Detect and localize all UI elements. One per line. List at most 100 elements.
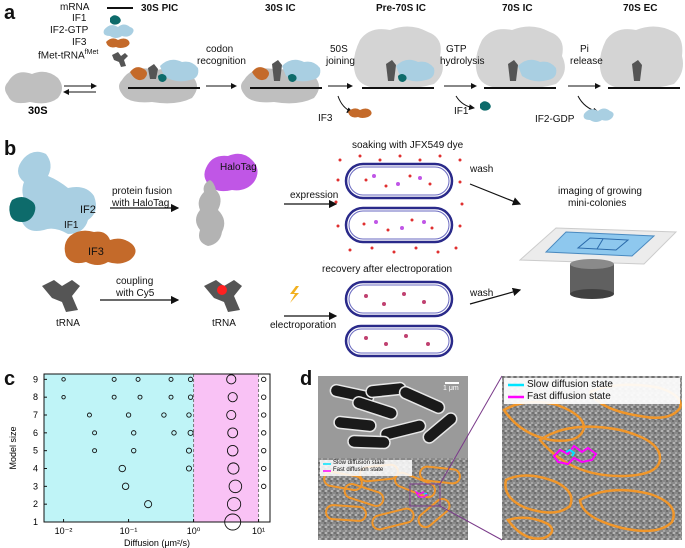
data-point-37 — [168, 376, 174, 382]
data-point-39 — [226, 374, 237, 385]
legend-if1-label: IF1 — [72, 13, 87, 24]
cy5-dye — [217, 285, 227, 295]
cell-bottom-1-inner — [348, 284, 450, 314]
data-point-27 — [61, 394, 66, 400]
stage4-if2 — [518, 59, 557, 82]
legend-trna-superscript: fMet — [84, 49, 99, 56]
y-tick-label-3: 3 — [33, 481, 38, 491]
legend-trna-label: fMet-tRNAfMet — [38, 49, 99, 62]
soaking-label: soaking with JFX549 dye — [352, 140, 464, 151]
panel-label-d: d — [300, 368, 313, 390]
connector-bottom — [439, 505, 503, 541]
electroporation-label: electroporation — [270, 320, 337, 331]
y-tick-label-2: 2 — [33, 499, 38, 509]
stage2-trna — [272, 60, 282, 81]
legend-if2-glyph — [103, 24, 134, 38]
released-if1-glyph — [480, 101, 491, 111]
wash-bottom-label: wash — [470, 288, 494, 299]
cell-bottom-1 — [344, 280, 454, 318]
data-point-40 — [261, 376, 267, 383]
data-point-13 — [226, 444, 239, 457]
cy5-trna-dots — [364, 292, 430, 346]
stage1-if2 — [160, 59, 199, 82]
data-point-34 — [61, 377, 66, 382]
data-point-26 — [261, 412, 267, 418]
data-point-12 — [185, 447, 192, 454]
stage3-if1 — [398, 74, 407, 82]
data-point-29 — [137, 394, 143, 400]
connector-top — [439, 375, 503, 485]
legend-mrna-label: mRNA — [60, 2, 90, 13]
legend-if3-glyph — [106, 38, 130, 48]
data-point-19 — [227, 427, 239, 439]
stage1-trna — [148, 64, 158, 79]
transition-2-line2: joining — [326, 56, 355, 67]
trna-molecule — [42, 280, 80, 312]
panel-b-diagram — [9, 151, 678, 358]
if2-label: IF2 — [80, 204, 96, 216]
data-point-31 — [187, 394, 194, 400]
panel-label-c: c — [4, 368, 16, 390]
start-30s-label: 30S — [28, 105, 48, 117]
stage5-trna — [632, 60, 642, 81]
y-tick-label-8: 8 — [33, 392, 38, 402]
small-slow-track — [423, 492, 428, 495]
cell-bottom-2 — [344, 324, 454, 358]
y-tick-label-7: 7 — [33, 410, 38, 420]
stage4-trna — [508, 60, 518, 81]
scalebar-label: 1 μm — [443, 385, 459, 392]
data-point-38 — [187, 376, 194, 383]
region-fast — [193, 374, 259, 522]
legend-trna-glyph — [112, 52, 128, 67]
stage-label-30s-ic: 30S IC — [265, 3, 296, 14]
data-point-18 — [187, 429, 194, 436]
x-tick-label-10: 10¹ — [252, 526, 265, 536]
y-tick-label-4: 4 — [33, 464, 38, 474]
legend-if2-label: IF2-GTP — [50, 25, 89, 36]
if3-protein — [64, 230, 136, 265]
released-if2-glyph — [583, 108, 614, 122]
data-point-36 — [135, 376, 141, 382]
panel-label-a: a — [4, 2, 16, 24]
transition-1-line2: recognition — [197, 56, 246, 67]
y-axis-label: Model size — [8, 426, 18, 469]
stage2-if1 — [288, 74, 297, 82]
halotag-domain — [204, 153, 258, 192]
data-point-23 — [161, 412, 167, 418]
cell-top-2 — [344, 206, 454, 244]
released-if3-label: IF3 — [318, 113, 333, 124]
released-if2-label: IF2-GDP — [535, 114, 575, 125]
data-point-17 — [171, 430, 177, 436]
transition-4-line2: release — [570, 56, 603, 67]
data-point-20 — [261, 430, 267, 436]
coupling-line1: coupling — [116, 276, 154, 287]
recovery-label: recovery after electroporation — [322, 264, 453, 275]
data-point-21 — [86, 412, 92, 418]
objective-bottom — [570, 289, 614, 299]
chamber-grid — [576, 237, 630, 251]
objective-top — [570, 259, 614, 269]
panel-label-b: b — [4, 138, 17, 160]
expression-label: expression — [290, 190, 339, 201]
data-point-0 — [224, 513, 242, 531]
cell-top-2-inner — [348, 210, 450, 240]
released-if1-label: IF1 — [454, 106, 469, 117]
imaging-line2: mini-colonies — [568, 198, 627, 209]
data-point-1 — [144, 500, 153, 509]
data-point-35 — [111, 376, 117, 382]
labeled-trna — [204, 280, 242, 312]
zoomed-slow-track — [565, 448, 576, 457]
x-axis-label: Diffusion (μm²/s) — [124, 538, 190, 548]
trna-label: tRNA — [56, 318, 80, 329]
wash-arrow-bottom — [469, 287, 522, 305]
large-legend-box — [504, 378, 680, 404]
data-point-3 — [121, 482, 130, 491]
panel-a-diagram: 30S — [5, 7, 683, 122]
legend-if1-glyph — [110, 15, 121, 25]
stage-label-pre70s-ic: Pre-70S IC — [376, 3, 427, 14]
wash-top-label: wash — [470, 164, 494, 175]
transition-3-line1: GTP — [446, 44, 467, 55]
data-point-15 — [92, 430, 98, 436]
